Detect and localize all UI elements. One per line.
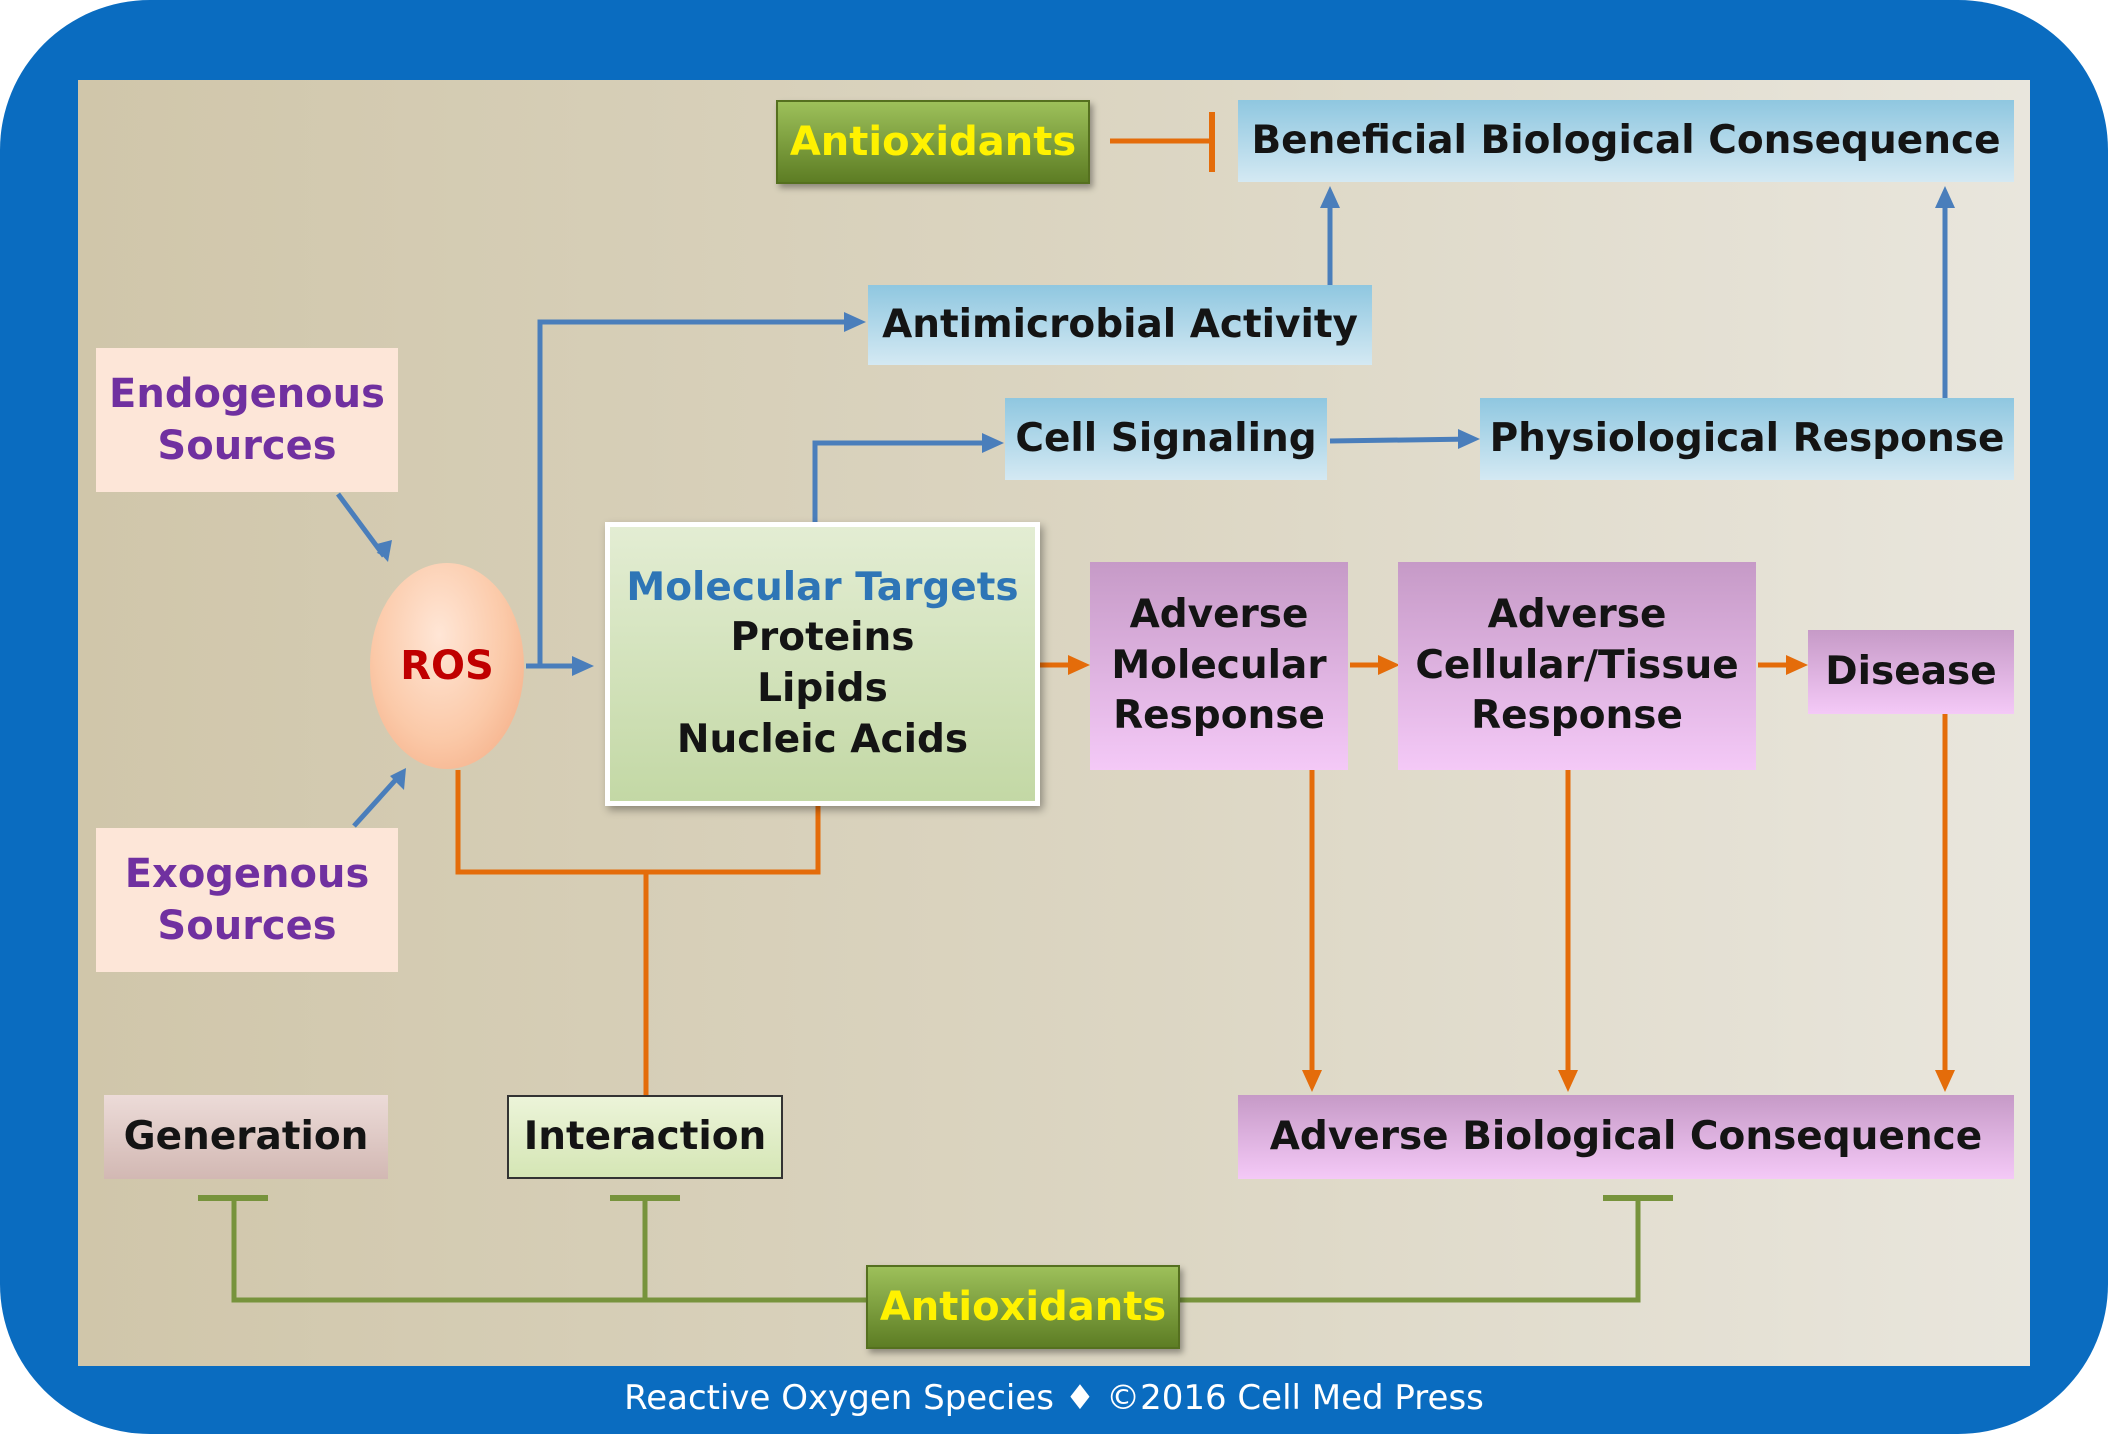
molecular-targets-title: Molecular Targets — [626, 564, 1019, 610]
cell-signaling-box: Cell Signaling — [1005, 398, 1327, 480]
arrow-ros-to-antimicrobial — [537, 319, 860, 666]
antimicrobial-activity-label: Antimicrobial Activity — [882, 301, 1358, 347]
arrowhead — [1378, 655, 1400, 675]
arrowhead — [1786, 655, 1808, 675]
connector-ros-interaction — [455, 770, 821, 875]
cell-signaling-label: Cell Signaling — [1015, 415, 1317, 461]
arrowhead — [373, 540, 392, 562]
antioxidants-bottom-label: Antioxidants — [879, 1284, 1167, 1330]
interaction-label: Interaction — [523, 1113, 767, 1159]
arrow-exogenous-to-ros — [352, 773, 402, 828]
arrowhead — [1302, 1070, 1322, 1092]
adverse-consequence-label: Adverse Biological Consequence — [1269, 1113, 1983, 1159]
antioxidants-bottom-box: Antioxidants — [866, 1265, 1180, 1349]
adverse-molecular-response-box: Adverse Molecular Response — [1090, 562, 1348, 770]
endogenous-line-1: Endogenous — [109, 371, 385, 417]
antioxidants-top-label: Antioxidants — [789, 119, 1077, 165]
adverse-cellular-tissue-response-box: Adverse Cellular/Tissue Response — [1398, 562, 1756, 770]
endogenous-sources-box: Endogenous Sources — [96, 348, 398, 492]
arrowhead — [844, 312, 866, 332]
interaction-box: Interaction — [507, 1095, 783, 1179]
disease-label: Disease — [1825, 648, 1997, 694]
beneficial-consequence-box: Beneficial Biological Consequence — [1238, 100, 2014, 182]
adverse-molecular-line-3: Response — [1113, 693, 1325, 739]
arrowhead — [982, 433, 1004, 453]
adverse-molecular-line-2: Molecular — [1111, 642, 1327, 688]
arrowhead — [1558, 1070, 1578, 1092]
exogenous-sources-box: Exogenous Sources — [96, 828, 398, 972]
exogenous-line-2: Sources — [157, 903, 337, 949]
inhibit-line-right — [1180, 1200, 1641, 1303]
footer-caption: Reactive Oxygen Species ♦ ©2016 Cell Med… — [624, 1378, 1484, 1418]
disease-box: Disease — [1808, 630, 2014, 714]
arrowhead — [1068, 655, 1090, 675]
adverse-molecular-line-1: Adverse — [1129, 591, 1309, 637]
ros-node: ROS — [370, 563, 524, 769]
beneficial-consequence-label: Beneficial Biological Consequence — [1251, 117, 2001, 163]
antimicrobial-activity-box: Antimicrobial Activity — [868, 285, 1372, 365]
arrowhead — [1320, 186, 1340, 208]
arrowhead — [1935, 1070, 1955, 1092]
arrowhead — [1935, 186, 1955, 208]
adverse-cellular-line-1: Adverse — [1487, 591, 1667, 637]
arrow-cell-signaling-to-physiological — [1329, 436, 1475, 444]
antioxidants-top-box: Antioxidants — [776, 100, 1090, 184]
arrowhead — [572, 656, 594, 676]
physiological-response-box: Physiological Response — [1480, 398, 2014, 480]
arrowhead — [390, 768, 406, 790]
inhibit-line-bottom — [231, 1200, 870, 1303]
exogenous-line-1: Exogenous — [124, 851, 370, 897]
adverse-consequence-box: Adverse Biological Consequence — [1238, 1095, 2014, 1179]
ros-label: ROS — [400, 643, 494, 689]
arrowhead — [1458, 429, 1480, 449]
generation-label: Generation — [123, 1113, 369, 1159]
endogenous-line-2: Sources — [157, 423, 337, 469]
target-proteins: Proteins — [730, 615, 915, 661]
arrow-targets-to-cell-signaling — [812, 440, 998, 522]
adverse-cellular-line-3: Response — [1471, 693, 1683, 739]
molecular-targets-box: Molecular Targets Proteins Lipids Nuclei… — [605, 522, 1040, 806]
target-nucleic-acids: Nucleic Acids — [676, 716, 969, 762]
target-lipids: Lipids — [757, 666, 888, 711]
generation-box: Generation — [104, 1095, 388, 1179]
physiological-response-label: Physiological Response — [1489, 415, 2005, 461]
adverse-cellular-line-2: Cellular/Tissue — [1415, 642, 1739, 688]
